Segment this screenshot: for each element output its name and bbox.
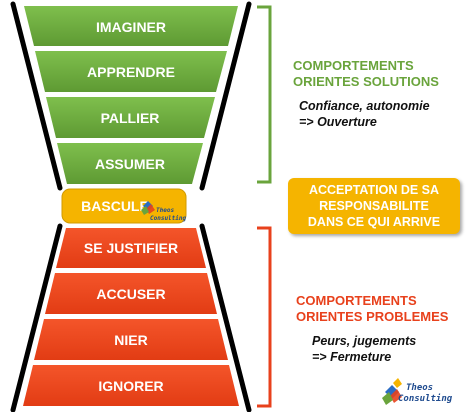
problems-sub-line1: Peurs, jugements <box>312 334 417 348</box>
problems-title-line1: COMPORTEMENTS <box>296 293 417 308</box>
upper-stage-label: ASSUMER <box>95 156 165 172</box>
solutions-title-line2: ORIENTES SOLUTIONS <box>293 74 439 89</box>
lower-stage-3: NIER <box>34 319 228 360</box>
lower-stage-label: IGNORER <box>98 378 163 394</box>
upper-stage-label: PALLIER <box>101 110 160 126</box>
red-bracket <box>257 226 272 408</box>
acceptance-line1: ACCEPTATION DE SA <box>308 183 440 197</box>
acceptance-box: ACCEPTATION DE SA RESPONSABILITE DANS CE… <box>288 178 460 234</box>
upper-stage-1: IMAGINER <box>24 6 238 46</box>
problems-title-line2: ORIENTES PROBLEMES <box>296 309 449 324</box>
lower-stage-2: ACCUSER <box>45 273 217 314</box>
lower-stage-label: NIER <box>114 332 147 348</box>
lower-stage-label: ACCUSER <box>96 286 165 302</box>
bascule-box: BASCULE <box>61 188 187 224</box>
theos-logo: Theos Consulting <box>382 378 453 405</box>
bascule-label: BASCULE <box>81 198 149 214</box>
lower-stage-label: SE JUSTIFIER <box>84 240 178 256</box>
solutions-title: COMPORTEMENTS ORIENTES SOLUTIONS <box>293 58 439 90</box>
acceptance-line2: RESPONSABILITE <box>319 199 429 213</box>
upper-stage-2: APPRENDRE <box>35 51 227 92</box>
green-bracket <box>257 5 272 184</box>
solutions-subtitle: Confiance, autonomie => Ouverture <box>299 98 430 130</box>
solutions-sub-line2: => Ouverture <box>299 115 377 129</box>
acceptance-line3: DANS CE QUI ARRIVE <box>307 215 441 229</box>
small-logo: Theos Consulting <box>141 201 187 222</box>
upper-stage-4: ASSUMER <box>57 143 203 184</box>
problems-title: COMPORTEMENTS ORIENTES PROBLEMES <box>296 293 448 325</box>
problems-sub-line2: => Fermeture <box>312 350 392 364</box>
solutions-title-line1: COMPORTEMENTS <box>293 58 414 73</box>
hourglass-outline <box>10 1 252 412</box>
small-logo-text: Theos <box>156 207 174 214</box>
solutions-sub-line1: Confiance, autonomie <box>299 99 430 113</box>
lower-stage-4: IGNORER <box>23 365 239 406</box>
upper-stage-3: PALLIER <box>46 97 215 138</box>
problems-subtitle: Peurs, jugements => Fermeture <box>312 333 416 365</box>
upper-stage-label: APPRENDRE <box>87 64 175 80</box>
logo-text-line1: Theos <box>406 383 433 393</box>
small-logo-text: Consulting <box>150 215 187 222</box>
lower-stage-1: SE JUSTIFIER <box>56 228 206 268</box>
upper-stage-label: IMAGINER <box>96 19 166 35</box>
logo-text-line2: Consulting <box>398 393 453 404</box>
